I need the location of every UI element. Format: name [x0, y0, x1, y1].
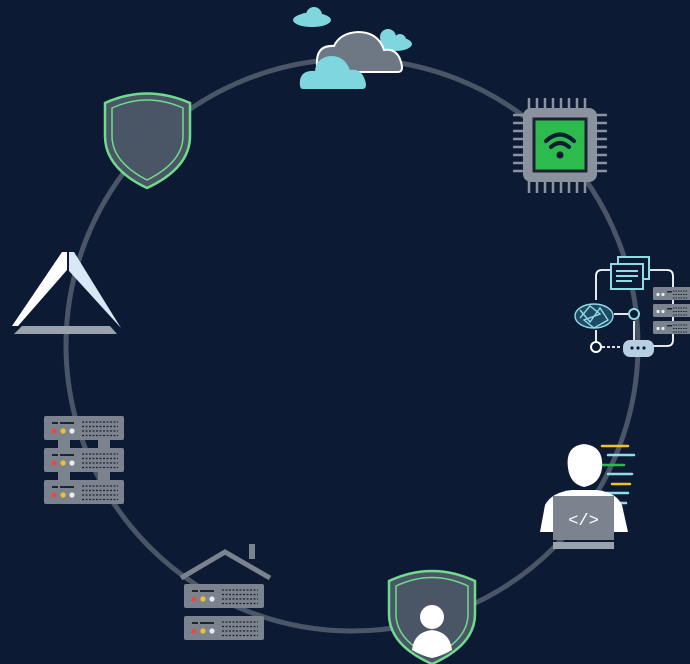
- user-head-icon: [420, 605, 444, 629]
- developer-icon: </>: [540, 444, 636, 549]
- cloud-cluster-icon: [293, 7, 412, 89]
- home-server-icon: [179, 544, 272, 641]
- code-symbol-label: </>: [568, 512, 599, 531]
- server-rack-icon: [43, 415, 125, 505]
- wifi-chip-icon: [513, 98, 607, 193]
- triangle-logo-icon: [12, 252, 121, 334]
- brain-network-icon: [574, 303, 614, 329]
- shield-icon: [103, 92, 192, 190]
- neural-network-data-icon: [574, 256, 690, 357]
- user-shield-icon: [387, 569, 477, 664]
